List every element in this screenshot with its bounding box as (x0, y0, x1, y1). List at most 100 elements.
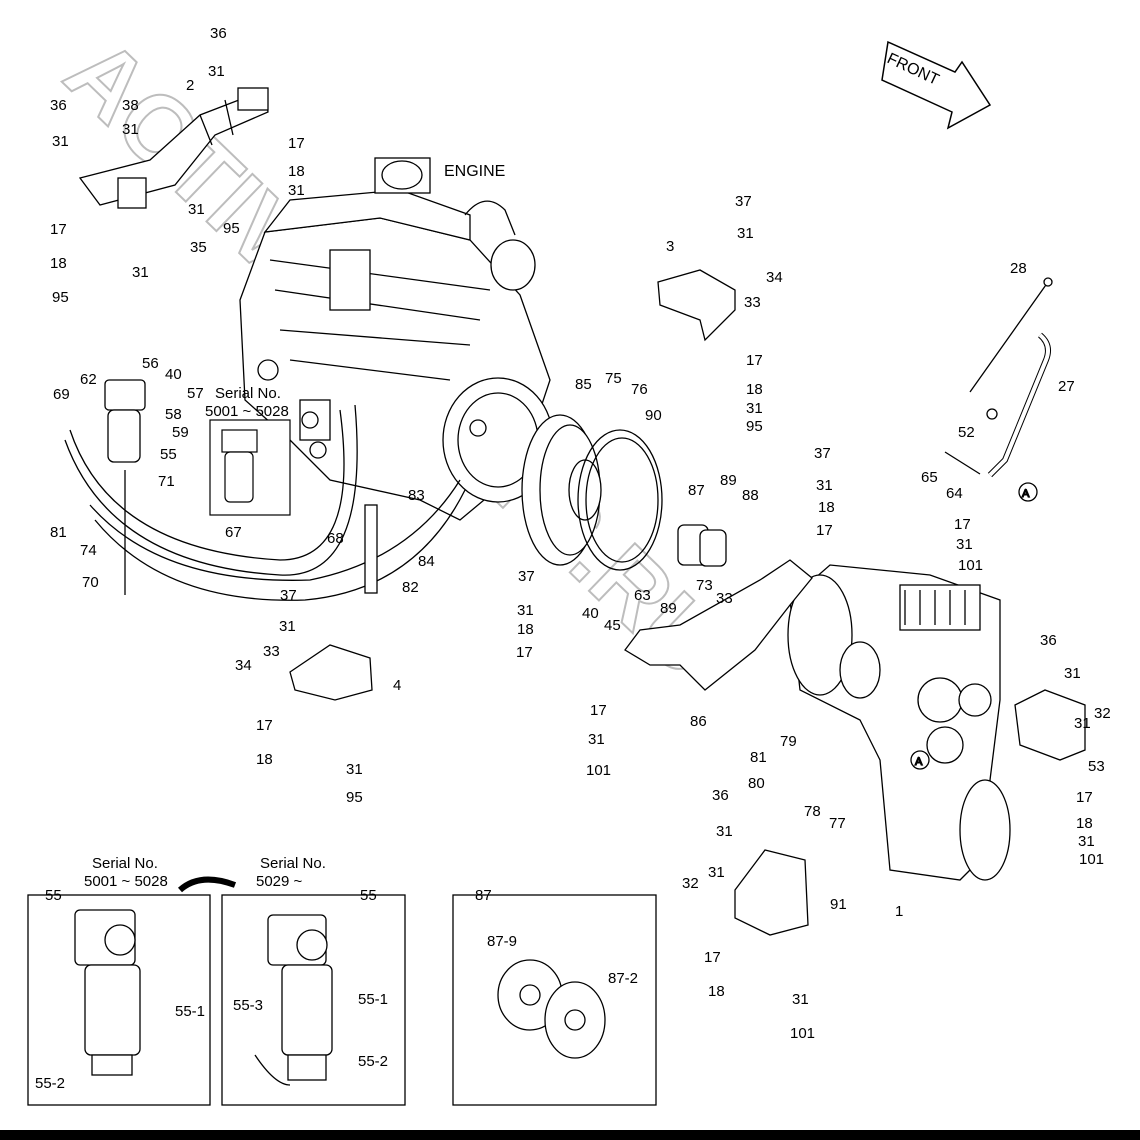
engine-block (239, 157, 554, 521)
inset-label-87-2: 87-2 (608, 970, 638, 987)
serial-range-b: 5029 ~ (256, 873, 303, 890)
part-callout-81: 81 (750, 749, 767, 766)
part-callout-36: 36 (210, 25, 227, 42)
part-callout-31: 31 (517, 602, 534, 619)
part-callout-55: 55 (160, 446, 177, 463)
part-callout-17: 17 (746, 352, 763, 369)
part-callout-18: 18 (517, 621, 534, 638)
part-callout-1: 1 (895, 903, 903, 920)
callout-labels: 3631238311718319531353631171831953731343… (50, 25, 1111, 1042)
part-callout-91: 91 (830, 896, 847, 913)
inset-label-87-9: 87-9 (487, 933, 517, 950)
serial-label-a: Serial No. (92, 855, 158, 872)
serial-label-top: Serial No. (215, 385, 281, 402)
part-callout-31: 31 (708, 864, 725, 881)
part-callout-31: 31 (792, 991, 809, 1008)
part-callout-63: 63 (634, 587, 651, 604)
part-callout-37: 37 (280, 587, 297, 604)
part-callout-52: 52 (958, 424, 975, 441)
part-callout-75: 75 (605, 370, 622, 387)
part-callout-34: 34 (766, 269, 783, 286)
part-callout-18: 18 (746, 381, 763, 398)
part-callout-32: 32 (682, 875, 699, 892)
part-callout-74: 74 (80, 542, 97, 559)
part-callout-65: 65 (921, 469, 938, 486)
part-callout-64: 64 (946, 485, 963, 502)
part-callout-37: 37 (735, 193, 752, 210)
inset-label-55-2-a: 55-2 (35, 1075, 65, 1092)
serial-range-top: 5001 ~ 5028 (205, 403, 289, 420)
part-callout-101: 101 (586, 762, 611, 779)
part-callout-101: 101 (1079, 851, 1104, 868)
part-callout-17: 17 (954, 516, 971, 533)
part-callout-18: 18 (708, 983, 725, 1000)
part-callout-40: 40 (582, 605, 599, 622)
bracket-4 (289, 644, 373, 701)
part-callout-56: 56 (142, 355, 159, 372)
part-callout-36: 36 (50, 97, 67, 114)
coupling-87 (677, 524, 727, 567)
part-callout-3: 3 (666, 238, 674, 255)
part-callout-17: 17 (50, 221, 67, 238)
part-callout-101: 101 (958, 557, 983, 574)
part-callout-77: 77 (829, 815, 846, 832)
part-callout-67: 67 (225, 524, 242, 541)
part-callout-31: 31 (816, 477, 833, 494)
bracket-3 (657, 269, 736, 342)
part-callout-78: 78 (804, 803, 821, 820)
part-callout-53: 53 (1088, 758, 1105, 775)
part-callout-69: 69 (53, 386, 70, 403)
fuel-lines (64, 404, 466, 601)
part-callout-31: 31 (188, 201, 205, 218)
part-callout-18: 18 (256, 751, 273, 768)
front-arrow: FRONT (881, 40, 992, 130)
part-callout-32: 32 (1094, 705, 1111, 722)
inset-label-55-2-b: 55-2 (358, 1053, 388, 1070)
flywheel (521, 414, 663, 571)
part-callout-33: 33 (716, 590, 733, 607)
part-callout-85: 85 (575, 376, 592, 393)
part-callout-79: 79 (780, 733, 797, 750)
bracket-91 (734, 849, 809, 936)
part-callout-33: 33 (263, 643, 280, 660)
bottom-bar (0, 1130, 1140, 1140)
part-callout-31: 31 (288, 182, 305, 199)
part-callout-34: 34 (235, 657, 252, 674)
inset-title-2: 55 (360, 887, 377, 904)
part-callout-95: 95 (52, 289, 69, 306)
part-callout-87: 87 (688, 482, 705, 499)
part-callout-84: 84 (418, 553, 435, 570)
part-callout-31: 31 (1074, 715, 1091, 732)
part-callout-31: 31 (1064, 665, 1081, 682)
part-callout-31: 31 (588, 731, 605, 748)
part-callout-36: 36 (1040, 632, 1057, 649)
part-callout-17: 17 (516, 644, 533, 661)
part-callout-17: 17 (590, 702, 607, 719)
part-callout-31: 31 (52, 133, 69, 150)
part-callout-57: 57 (187, 385, 204, 402)
dipstick: A (944, 277, 1053, 502)
inset-title-3: 87 (475, 887, 492, 904)
part-callout-17: 17 (256, 717, 273, 734)
inset-title-1: 55 (45, 887, 62, 904)
part-callout-95: 95 (346, 789, 363, 806)
part-callout-18: 18 (288, 163, 305, 180)
part-callout-90: 90 (645, 407, 662, 424)
bracket-53 (1014, 689, 1086, 761)
part-callout-2: 2 (186, 77, 194, 94)
part-callout-18: 18 (1076, 815, 1093, 832)
part-callout-86: 86 (690, 713, 707, 730)
part-callout-62: 62 (80, 371, 97, 388)
part-callout-89: 89 (720, 472, 737, 489)
part-callout-80: 80 (748, 775, 765, 792)
part-callout-73: 73 (696, 577, 713, 594)
part-callout-37: 37 (518, 568, 535, 585)
serial-label-b: Serial No. (260, 855, 326, 872)
part-callout-70: 70 (82, 574, 99, 591)
part-callout-83: 83 (408, 487, 425, 504)
inset-label-55-1-b: 55-1 (358, 991, 388, 1008)
section-ref-a-dipstick: A (1022, 488, 1030, 500)
part-callout-31: 31 (737, 225, 754, 242)
